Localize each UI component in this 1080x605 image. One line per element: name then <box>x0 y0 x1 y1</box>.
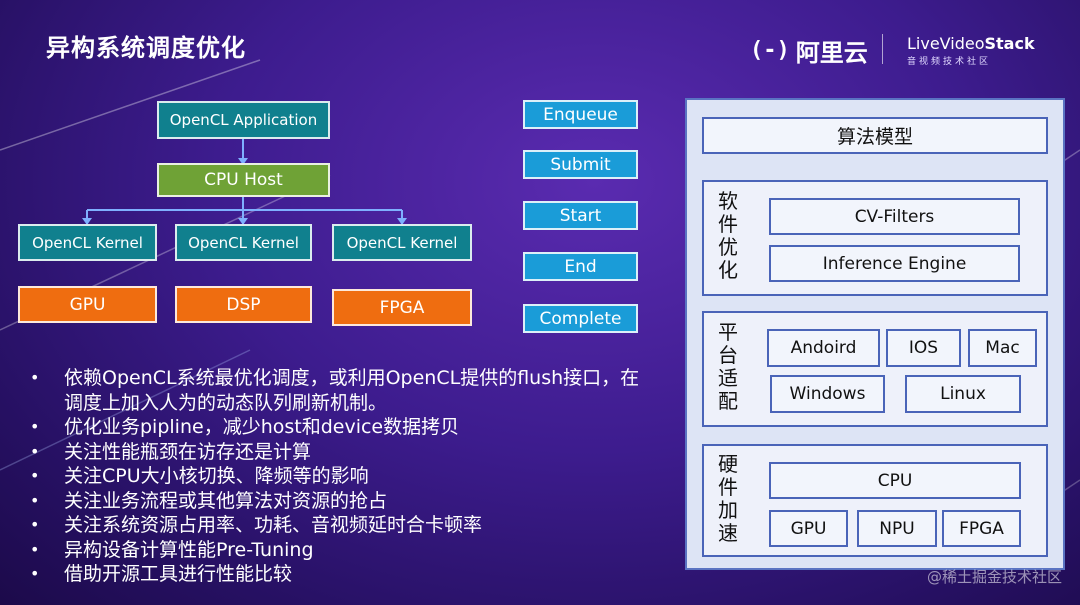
bullet-item: 关注业务流程或其他算法对资源的抢占 <box>30 489 650 514</box>
livevideostack-logo: LiveVideoStack 音视频技术社区 <box>907 34 1047 67</box>
inference-engine-box: Inference Engine <box>769 245 1020 282</box>
architecture-panel: 算法模型 软件优化 CV-Filters Inference Engine 平台… <box>685 98 1065 570</box>
bullet-item: 关注CPU大小核切换、降频等的影响 <box>30 464 650 489</box>
platform-mac-box: Mac <box>968 329 1037 367</box>
slide-title: 异构系统调度优化 <box>46 34 246 62</box>
hardware-npu-box: NPU <box>857 510 937 547</box>
pipeline-step-start: Start <box>523 201 638 230</box>
logo-divider <box>882 34 883 64</box>
pipeline-step-submit: Submit <box>523 150 638 179</box>
software-label: 软件优化 <box>718 189 738 282</box>
aliyun-mark-icon: (-) <box>750 38 790 63</box>
bullet-item: 关注系统资源占用率、功耗、音视频延时合卡顿率 <box>30 513 650 538</box>
cv-filters-box: CV-Filters <box>769 198 1020 235</box>
opencl-application-box: OpenCL Application <box>157 101 330 139</box>
opencl-kernel-box-2: OpenCL Kernel <box>175 224 312 261</box>
device-box-dsp: DSP <box>175 286 312 323</box>
bullet-item: 关注性能瓶颈在访存还是计算 <box>30 440 650 465</box>
hardware-fpga-box: FPGA <box>942 510 1021 547</box>
device-box-fpga: FPGA <box>332 289 472 326</box>
pipeline-step-complete: Complete <box>523 304 638 333</box>
platform-windows-box: Windows <box>770 375 885 413</box>
software-optimization-group: 软件优化 CV-Filters Inference Engine <box>702 180 1048 296</box>
platform-linux-box: Linux <box>905 375 1021 413</box>
bullet-item: 异构设备计算性能Pre-Tuning <box>30 538 650 563</box>
hardware-acceleration-group: 硬件加速 CPU GPU NPU FPGA <box>702 444 1048 557</box>
bullet-item: 优化业务pipline，减少host和device数据拷贝 <box>30 415 650 440</box>
bullet-list: 依赖OpenCL系统最优化调度，或利用OpenCL提供的flush接口，在调度上… <box>30 366 650 587</box>
algorithm-model-box: 算法模型 <box>702 117 1048 154</box>
lvs-subtitle: 音视频技术社区 <box>907 57 992 67</box>
platform-ios-box: IOS <box>886 329 961 367</box>
platform-android-box: Andoird <box>767 329 880 367</box>
pipeline-step-enqueue: Enqueue <box>523 100 638 129</box>
platform-adaptation-group: 平台适配 Andoird IOS Mac Windows Linux <box>702 311 1048 427</box>
lvs-text-a: Live <box>907 34 940 53</box>
platform-label: 平台适配 <box>718 320 738 413</box>
hardware-label: 硬件加速 <box>718 452 738 545</box>
opencl-kernel-box-3: OpenCL Kernel <box>332 224 472 261</box>
bullet-item: 依赖OpenCL系统最优化调度，或利用OpenCL提供的flush接口，在调度上… <box>30 366 650 415</box>
cpu-host-box: CPU Host <box>157 163 330 197</box>
aliyun-logo: (-) 阿里云 <box>750 33 868 68</box>
watermark: @稀土掘金技术社区 <box>926 568 1062 586</box>
opencl-kernel-box-1: OpenCL Kernel <box>18 224 157 261</box>
device-box-gpu: GPU <box>18 286 157 323</box>
hardware-cpu-box: CPU <box>769 462 1021 499</box>
pipeline-step-end: End <box>523 252 638 281</box>
aliyun-logo-text: 阿里云 <box>795 39 868 67</box>
bullet-item: 借助开源工具进行性能比较 <box>30 562 650 587</box>
lvs-text-b: Video <box>939 34 985 53</box>
lvs-text-c: Stack <box>984 34 1035 53</box>
hardware-gpu-box: GPU <box>769 510 848 547</box>
